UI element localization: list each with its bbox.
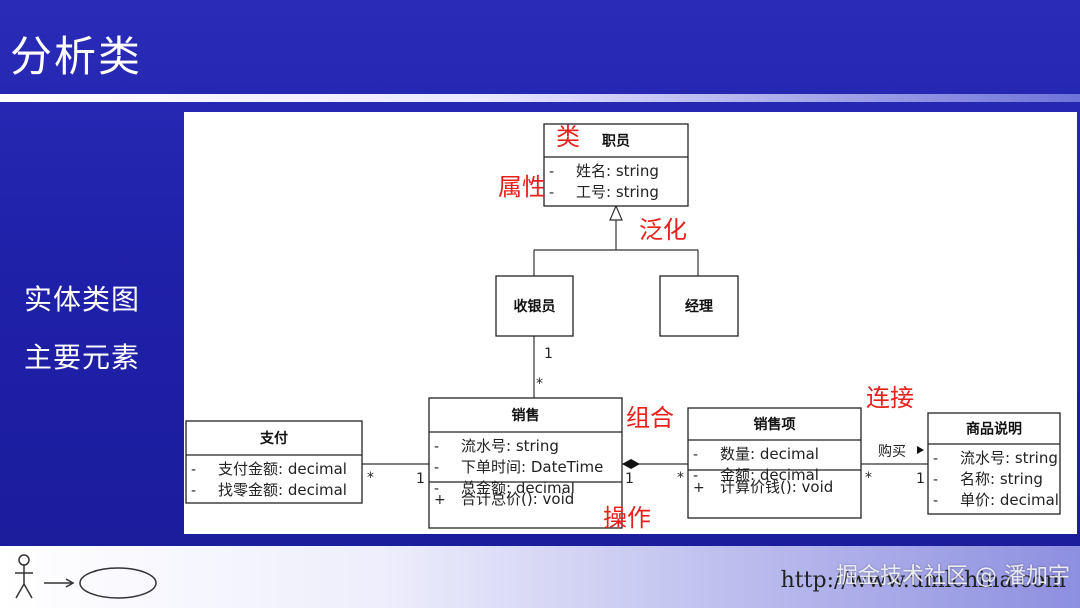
slide-title: 分析类 (10, 32, 143, 81)
multiplicity-sale-left: 1 (416, 471, 425, 487)
class-box (495, 275, 574, 337)
multiplicity-cashier: 1 (544, 346, 553, 362)
class-box (927, 412, 1061, 515)
class-name: 销售 (512, 407, 540, 424)
footer-bar: http://www.umlchina.com 掘金技术社区 @ 潘加宇 (0, 546, 1080, 608)
class-payment: 支付 - 支付金额: decimal - 找零金额: decimal (185, 420, 363, 504)
annotation-class: 类 (556, 123, 580, 151)
class-box (185, 420, 363, 504)
operation-visibility: + (693, 480, 705, 496)
class-saleitem: 销售项-数量: decimal-金额: decimal+计算价钱(): void (687, 407, 862, 519)
attribute-visibility: - (434, 460, 439, 476)
footer-watermark: 掘金技术社区 @ 潘加宇 (836, 564, 1070, 589)
diagram-panel: 1 * * 1 1 * * 1 购买 职员 - 姓名: string - 工号: str… (184, 112, 1077, 534)
class-name: 销售项 (754, 416, 796, 433)
multiplicity-sale-top: * (536, 376, 543, 392)
annotation-attribute: 属性 (498, 173, 546, 201)
class-box (428, 397, 623, 529)
class-attribute: 流水号: string (461, 437, 559, 455)
class-attribute: 流水号: string (960, 449, 1058, 467)
composition-diamond (622, 459, 640, 469)
attribute-visibility: - (549, 185, 554, 201)
class-box (543, 123, 689, 207)
multiplicity-payment: * (367, 470, 374, 486)
class-box (659, 275, 739, 337)
class-attribute: 名称: string (960, 470, 1043, 488)
class-attribute: 数量: decimal (720, 445, 819, 463)
class-name: 支付 (259, 430, 288, 447)
uml-class-diagram: 1 * * 1 1 * * 1 购买 职员 - 姓名: string - 工号: str… (185, 123, 1061, 532)
association-direction-arrow (917, 446, 924, 454)
multiplicity-product: 1 (916, 471, 925, 487)
attribute-visibility: - (933, 451, 938, 467)
class-name: 职员 (602, 134, 630, 150)
class-manager: 经理 (659, 275, 739, 337)
class-operation: 合计总价(): void (461, 490, 574, 508)
attribute-visibility: - (191, 462, 196, 478)
class-employee: 职员 - 姓名: string - 工号: string (543, 123, 689, 207)
class-attribute: 下单时间: DateTime (461, 458, 603, 476)
class-box (687, 407, 862, 519)
association-label: 购买 (878, 444, 906, 460)
class-attribute: 找零金额: decimal (218, 481, 347, 499)
class-name: 收银员 (514, 298, 556, 315)
class-cashier: 收银员 (495, 275, 574, 337)
attribute-visibility: - (693, 468, 698, 484)
attribute-visibility: - (191, 483, 196, 499)
generalization-arrowhead (609, 204, 623, 221)
attribute-visibility: - (933, 493, 938, 509)
class-attribute: 姓名: string (576, 162, 659, 180)
class-name: 商品说明 (966, 421, 1022, 438)
class-product: 商品说明 - 流水号: string - 名称: string - 单价: decimal (927, 412, 1061, 515)
class-attribute: 单价: decimal (960, 491, 1059, 509)
operation-visibility: + (434, 492, 446, 508)
multiplicity-saleitem-left: * (677, 470, 684, 486)
annotation-composition: 组合 (626, 404, 674, 432)
attribute-visibility: - (434, 439, 439, 455)
side-text-line-2: 主要元素 (24, 341, 141, 374)
annotation-operation: 操作 (603, 504, 651, 532)
side-text-line-1: 实体类图 (24, 283, 141, 316)
class-attribute: 工号: string (576, 183, 659, 201)
title-divider (0, 94, 1080, 102)
attribute-visibility: - (693, 447, 698, 463)
attribute-visibility: - (933, 472, 938, 488)
class-name: 经理 (685, 298, 713, 315)
class-sale: 销售 - 流水号: string - 下单时间: DateTime - 总金额: decim… (428, 397, 623, 529)
attribute-visibility: - (549, 164, 554, 180)
class-attribute: 支付金额: decimal (218, 460, 347, 478)
multiplicity-sale-right: 1 (625, 471, 634, 487)
class-attribute: 总金额: decimal (461, 479, 575, 497)
multiplicity-saleitem-right: * (865, 470, 872, 486)
footer-url[interactable]: http://www.umlchina.com (780, 568, 1066, 593)
actor-usecase-logo-icon (15, 554, 157, 599)
class-operation: 计算价钱(): void (720, 478, 833, 496)
annotation-association: 连接 (866, 384, 914, 412)
annotation-generalization: 泛化 (639, 216, 687, 244)
attribute-visibility: - (434, 481, 439, 497)
